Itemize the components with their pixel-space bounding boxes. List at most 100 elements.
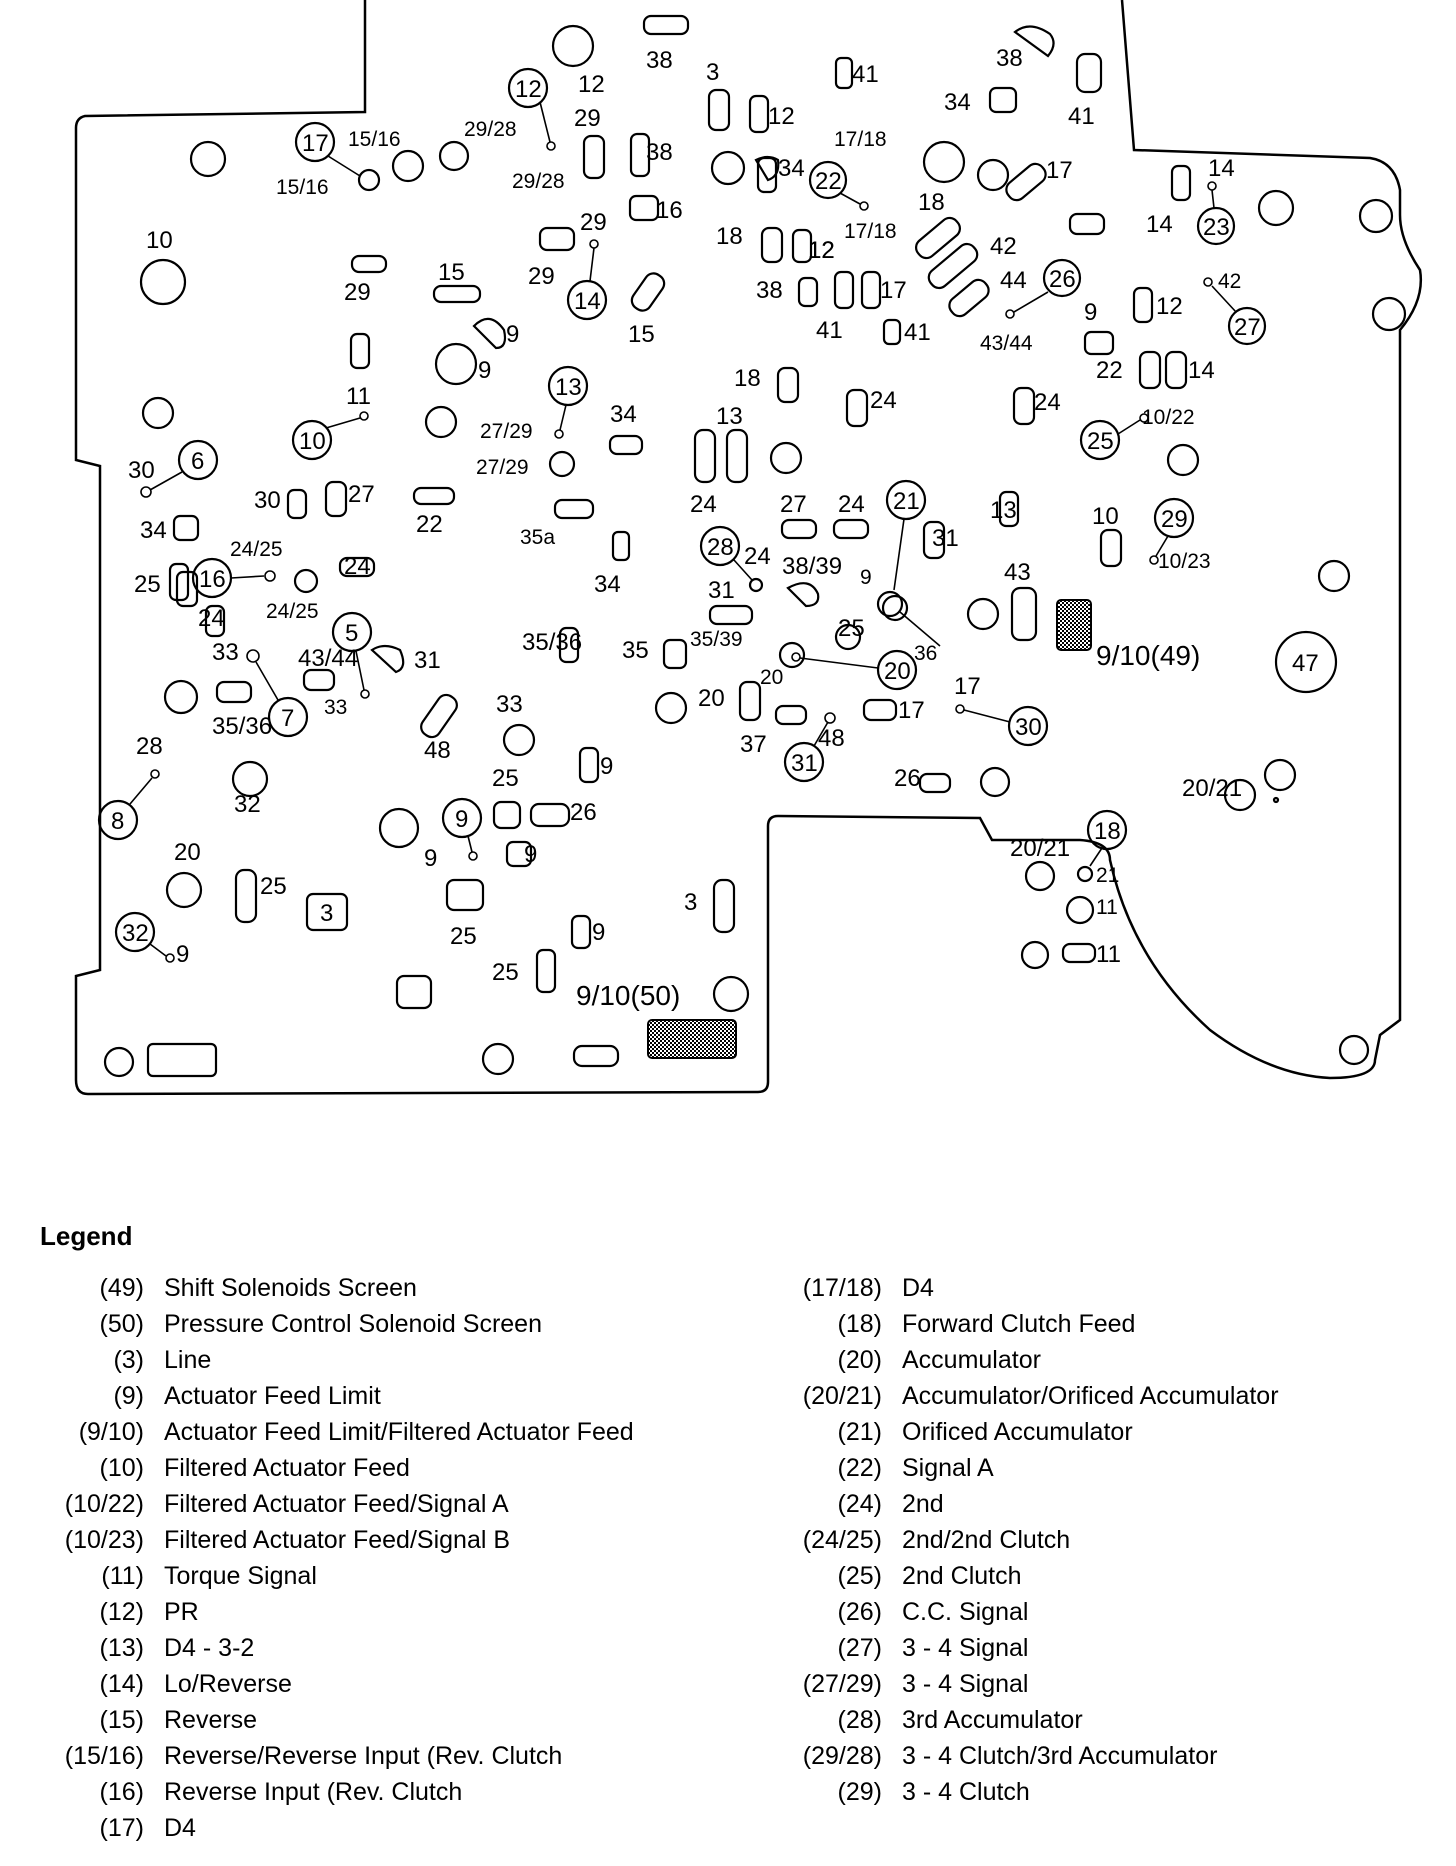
circled-callouts: 12 17 22 23 26 27 14 13 10 6 16 5 [97, 67, 1338, 963]
svg-text:24: 24 [870, 387, 897, 414]
legend-description: 3 - 4 Clutch [902, 1778, 1030, 1806]
legend-code: (24/25) [802, 1526, 882, 1554]
svg-text:9: 9 [478, 357, 491, 384]
svg-text:27/29: 27/29 [480, 420, 533, 443]
legend-description: D4 - 3-2 [164, 1634, 255, 1662]
legend-code: (10) [99, 1454, 144, 1482]
svg-text:12: 12 [808, 237, 835, 264]
legend-description: 3 - 4 Signal [902, 1670, 1029, 1698]
svg-text:29/28: 29/28 [464, 118, 517, 141]
svg-text:13: 13 [990, 497, 1017, 524]
svg-text:29: 29 [528, 263, 555, 290]
svg-text:28: 28 [136, 733, 163, 760]
legend-description: Filtered Actuator Feed/Signal B [164, 1526, 511, 1554]
svg-text:41: 41 [852, 61, 879, 88]
svg-text:24: 24 [690, 491, 717, 518]
svg-text:24: 24 [198, 605, 225, 632]
svg-text:25: 25 [492, 959, 519, 986]
legend-code: (22) [837, 1454, 882, 1482]
legend-code: (15) [99, 1706, 144, 1734]
svg-text:35/36: 35/36 [212, 713, 272, 740]
callout-9: 9 [455, 806, 468, 833]
callout-30: 30 [1015, 714, 1042, 741]
svg-text:41: 41 [904, 319, 931, 346]
legend-code: (29/28) [802, 1742, 882, 1770]
svg-text:18: 18 [734, 365, 761, 392]
callout-10: 10 [299, 428, 326, 455]
svg-text:17: 17 [880, 277, 907, 304]
legend-description: PR [164, 1598, 199, 1626]
svg-text:11: 11 [346, 383, 371, 410]
svg-text:31: 31 [932, 525, 959, 552]
svg-text:29/28: 29/28 [512, 170, 565, 193]
legend-description: D4 [902, 1274, 934, 1302]
svg-text:31: 31 [708, 577, 735, 604]
callout-28: 28 [707, 534, 734, 561]
legend-description: 3rd Accumulator [902, 1706, 1083, 1734]
callout-13: 13 [555, 374, 582, 401]
legend-description: 2nd [902, 1490, 944, 1518]
svg-text:38: 38 [996, 45, 1023, 72]
legend-code: (50) [99, 1310, 144, 1338]
svg-text:43/44: 43/44 [298, 645, 358, 672]
svg-text:26: 26 [570, 799, 597, 826]
callout-23: 23 [1203, 214, 1230, 241]
svg-text:24: 24 [744, 543, 771, 570]
svg-text:33: 33 [324, 696, 347, 719]
callout-22: 22 [815, 168, 842, 195]
svg-text:34: 34 [778, 155, 805, 182]
legend-code: (21) [837, 1418, 882, 1446]
callout-3: 3 [320, 900, 333, 927]
svg-text:10: 10 [146, 227, 173, 254]
svg-text:30: 30 [254, 487, 281, 514]
svg-text:25: 25 [134, 571, 161, 598]
svg-text:12: 12 [768, 103, 795, 130]
svg-text:36: 36 [914, 642, 937, 665]
slanted-holes [370, 25, 1055, 739]
legend-description: 2nd/2nd Clutch [902, 1526, 1071, 1554]
svg-text:24: 24 [344, 553, 371, 580]
svg-text:17: 17 [898, 697, 925, 724]
svg-text:33: 33 [496, 691, 523, 718]
svg-text:44: 44 [1000, 267, 1027, 294]
legend-description: C.C. Signal [902, 1598, 1029, 1626]
legend-code: (27/29) [802, 1670, 882, 1698]
callout-12: 12 [515, 76, 542, 103]
svg-text:25: 25 [260, 873, 287, 900]
svg-text:16: 16 [656, 197, 683, 224]
svg-text:27: 27 [348, 481, 375, 508]
callout-21: 21 [893, 488, 920, 515]
legend-description: 3 - 4 Signal [902, 1634, 1029, 1662]
svg-text:20: 20 [174, 839, 201, 866]
legend-description: Lo/Reverse [164, 1670, 292, 1698]
svg-text:43/44: 43/44 [980, 332, 1033, 355]
svg-text:29: 29 [344, 279, 371, 306]
legend-code: (26) [837, 1598, 882, 1626]
legend-code: (9) [113, 1382, 144, 1410]
legend-description: Forward Clutch Feed [902, 1310, 1136, 1338]
legend-description: Filtered Actuator Feed [164, 1454, 410, 1482]
svg-text:9: 9 [176, 941, 189, 968]
svg-text:26: 26 [894, 765, 921, 792]
legend-code: (18) [837, 1310, 882, 1338]
svg-text:24: 24 [1034, 389, 1061, 416]
svg-text:22: 22 [416, 511, 443, 538]
callout-31: 31 [791, 750, 818, 777]
legend-description: D4 [164, 1814, 196, 1842]
callout-17: 17 [302, 130, 329, 157]
svg-text:13: 13 [716, 403, 743, 430]
hole-labels: 38 3 12 41 38 34 41 12 29 29/28 15/16 15… [128, 45, 1242, 986]
svg-text:34: 34 [610, 401, 637, 428]
legend-code: (12) [99, 1598, 144, 1626]
svg-text:20/21: 20/21 [1182, 775, 1242, 802]
screen-49 [1056, 599, 1092, 651]
valve-body-diagram: 9/10(49) 9/10(50) 12 17 22 23 26 27 14 1… [74, 0, 1422, 1096]
svg-text:9: 9 [506, 321, 519, 348]
legend-description: Pressure Control Solenoid Screen [164, 1310, 542, 1338]
svg-text:18: 18 [918, 189, 945, 216]
svg-text:38: 38 [646, 139, 673, 166]
svg-text:14: 14 [1146, 211, 1173, 238]
svg-text:15: 15 [438, 259, 465, 286]
svg-text:17/18: 17/18 [834, 128, 887, 151]
legend-code: (49) [99, 1274, 144, 1302]
